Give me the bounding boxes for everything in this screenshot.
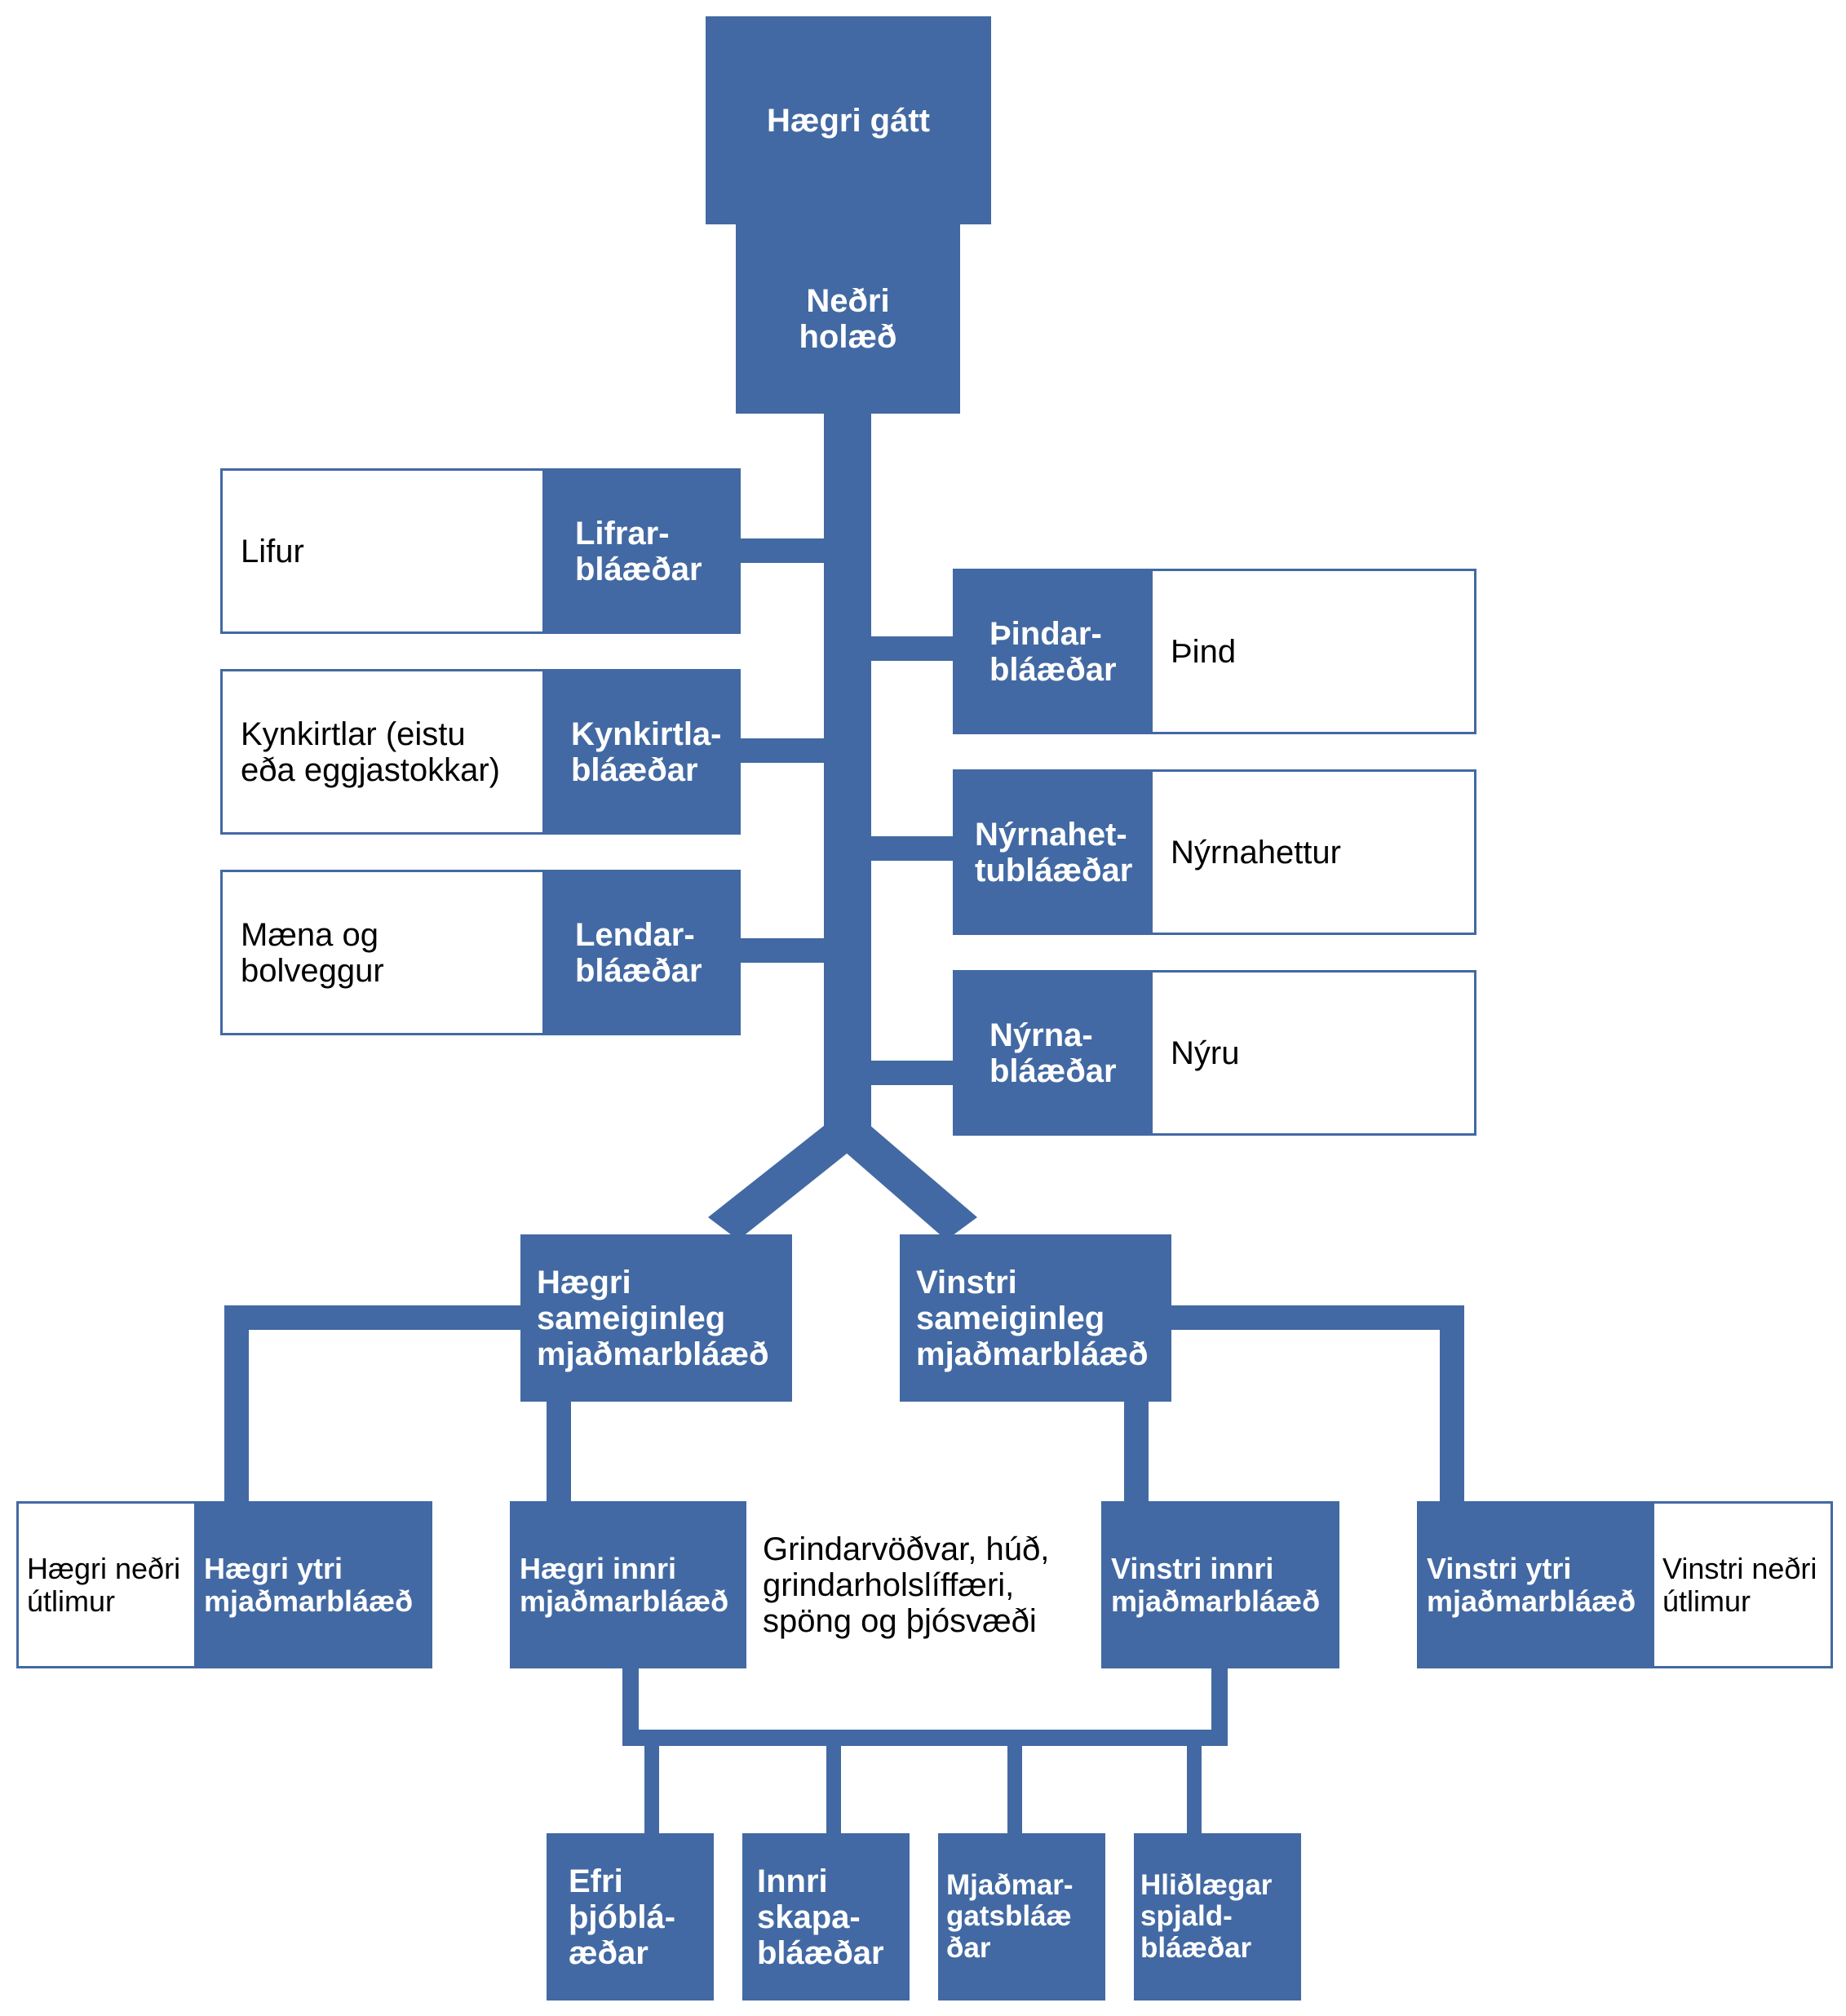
- gonadal-veins-node: Kynkirtla- bláæðar: [542, 669, 741, 835]
- spine-wall-label: Mæna og bolveggur: [241, 916, 384, 989]
- gonadal-veins-label: Kynkirtla- bláæðar: [571, 716, 722, 788]
- hepatic-connector: [738, 538, 828, 563]
- bifurcation-right: [832, 1119, 977, 1240]
- suprarenal-veins-node: Nýrnahet- tubláæðar: [953, 769, 1154, 935]
- left-lower-limb-organ: Vinstri neðri útlimur: [1652, 1501, 1833, 1668]
- renal-veins-label: Nýrna- bláæðar: [989, 1017, 1117, 1089]
- gonads-organ: Kynkirtlar (eistu eða eggjastokkar): [220, 669, 547, 835]
- renal-connector: [869, 1061, 957, 1085]
- left-external-iliac-node: Vinstri ytri mjaðmarbláæð: [1417, 1501, 1655, 1668]
- right-common-iliac-label: Hægri sameiginleg mjaðmarbláæð: [537, 1264, 769, 1372]
- pelvic-structures-organ: Grindarvöðvar, húð, grindarholslíffæri, …: [746, 1501, 1105, 1668]
- left-external-connector-h: [1166, 1305, 1464, 1330]
- left-internal-iliac-node: Vinstri innri mjaðmarbláæð: [1101, 1501, 1339, 1668]
- right-atrium-label: Hægri gátt: [767, 102, 930, 139]
- right-lower-limb-organ: Hægri neðri útlimur: [16, 1501, 197, 1668]
- lateral-sacral-node: Hliðlægar spjald- bláæðar: [1134, 1833, 1301, 2000]
- right-internal-connector: [547, 1399, 571, 1505]
- right-internal-iliac-node: Hægri innri mjaðmarbláæð: [510, 1501, 750, 1668]
- right-external-connector-v: [224, 1305, 249, 1505]
- right-lower-limb-label: Hægri neðri útlimur: [27, 1551, 181, 1618]
- superior-gluteal-node: Efri þjóblá- æðar: [547, 1833, 714, 2000]
- suprarenal-veins-label: Nýrnahet- tubláæðar: [975, 816, 1133, 888]
- gonadal-connector: [738, 738, 828, 763]
- phrenic-connector: [869, 636, 957, 661]
- renal-veins-node: Nýrna- bláæðar: [953, 970, 1154, 1136]
- ivc-node: Neðri holæð: [736, 224, 960, 414]
- hepatic-veins-label: Lifrar- bláæðar: [575, 515, 702, 587]
- diaphragm-organ: Þind: [1150, 569, 1476, 734]
- diaphragm-label: Þind: [1171, 633, 1237, 670]
- spine-wall-organ: Mæna og bolveggur: [220, 870, 547, 1035]
- internal-pudendal-stub: [826, 1734, 841, 1836]
- lumbar-connector: [738, 938, 828, 963]
- ivc-label: Neðri holæð: [799, 283, 897, 355]
- hepatic-veins-node: Lifrar- bláæðar: [542, 468, 741, 634]
- phrenic-veins-label: Þindar- bláæðar: [989, 615, 1117, 688]
- obturator-node: Mjaðmar- gatsbláæ ðar: [938, 1833, 1105, 2000]
- lateral-sacral-label: Hliðlægar spjald- bláæðar: [1140, 1868, 1273, 1964]
- right-external-iliac-label: Hægri ytri mjaðmarbláæð: [204, 1551, 414, 1618]
- right-internal-iliac-label: Hægri innri mjaðmarbláæð: [520, 1551, 729, 1618]
- left-internal-connector: [1124, 1399, 1149, 1505]
- liver-organ: Lifur: [220, 468, 547, 634]
- left-common-iliac-node: Vinstri sameiginleg mjaðmarbláæð: [900, 1234, 1171, 1402]
- obturator-label: Mjaðmar- gatsbláæ ðar: [946, 1868, 1074, 1964]
- tributary-bar: [622, 1730, 1228, 1746]
- internal-pudendal-label: Innri skapa- bláæðar: [757, 1863, 884, 1971]
- phrenic-veins-node: Þindar- bláæðar: [953, 569, 1154, 734]
- superior-gluteal-stub: [644, 1734, 659, 1836]
- bifurcation-left: [708, 1119, 863, 1240]
- suprarenal-connector: [869, 836, 957, 861]
- liver-label: Lifur: [241, 533, 304, 569]
- right-atrium-node: Hægri gátt: [706, 16, 991, 224]
- gonads-label: Kynkirtlar (eistu eða eggjastokkar): [241, 716, 500, 788]
- left-external-connector-v: [1440, 1305, 1464, 1505]
- obturator-stub: [1007, 1734, 1022, 1836]
- superior-gluteal-label: Efri þjóblá- æðar: [569, 1863, 676, 1971]
- lumbar-veins-node: Lendar- bláæðar: [542, 870, 741, 1035]
- tributary-left-drop: [622, 1664, 639, 1746]
- right-external-connector-h: [224, 1305, 522, 1330]
- kidneys-label: Nýru: [1171, 1035, 1240, 1071]
- lateral-sacral-stub: [1187, 1734, 1202, 1836]
- ivc-trunk: [824, 408, 871, 1134]
- tributary-right-drop: [1211, 1664, 1228, 1746]
- lumbar-veins-label: Lendar- bláæðar: [575, 916, 702, 989]
- adrenals-organ: Nýrnahettur: [1150, 769, 1476, 935]
- internal-pudendal-node: Innri skapa- bláæðar: [742, 1833, 910, 2000]
- left-internal-iliac-label: Vinstri innri mjaðmarbláæð: [1111, 1551, 1321, 1618]
- kidneys-organ: Nýru: [1150, 970, 1476, 1136]
- left-lower-limb-label: Vinstri neðri útlimur: [1662, 1551, 1817, 1618]
- left-external-iliac-label: Vinstri ytri mjaðmarbláæð: [1427, 1551, 1636, 1618]
- left-common-iliac-label: Vinstri sameiginleg mjaðmarbláæð: [916, 1264, 1149, 1372]
- right-external-iliac-node: Hægri ytri mjaðmarbláæð: [194, 1501, 432, 1668]
- pelvic-structures-label: Grindarvöðvar, húð, grindarholslíffæri, …: [763, 1531, 1050, 1639]
- right-common-iliac-node: Hægri sameiginleg mjaðmarbláæð: [520, 1234, 792, 1402]
- adrenals-label: Nýrnahettur: [1171, 834, 1341, 871]
